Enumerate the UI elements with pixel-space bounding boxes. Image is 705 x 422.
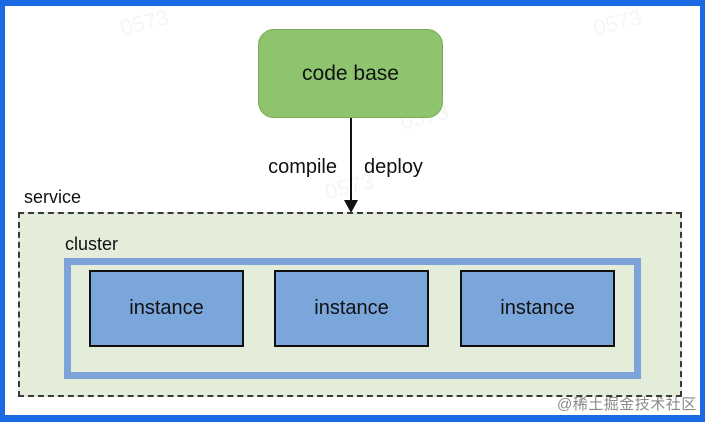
instance-label: instance	[314, 297, 389, 319]
service-group-box: cluster instance instance instance	[18, 212, 682, 397]
instance-node: instance	[460, 270, 615, 347]
faint-watermark: 0573	[117, 4, 172, 41]
code-base-label: code base	[302, 61, 399, 85]
code-base-node: code base	[258, 29, 443, 118]
deploy-edge-label: deploy	[364, 156, 423, 178]
compile-edge-label: compile	[268, 156, 337, 178]
instance-node: instance	[89, 270, 244, 347]
faint-watermark: 0573	[590, 4, 645, 41]
instance-label: instance	[129, 297, 204, 319]
instance-label: instance	[500, 297, 575, 319]
instance-node: instance	[274, 270, 429, 347]
deploy-arrow-line	[350, 118, 352, 202]
site-watermark: @稀土掘金技术社区	[557, 396, 697, 413]
deploy-arrow-head-icon	[344, 200, 358, 213]
cluster-label: cluster	[65, 234, 119, 254]
service-label: service	[24, 187, 82, 207]
